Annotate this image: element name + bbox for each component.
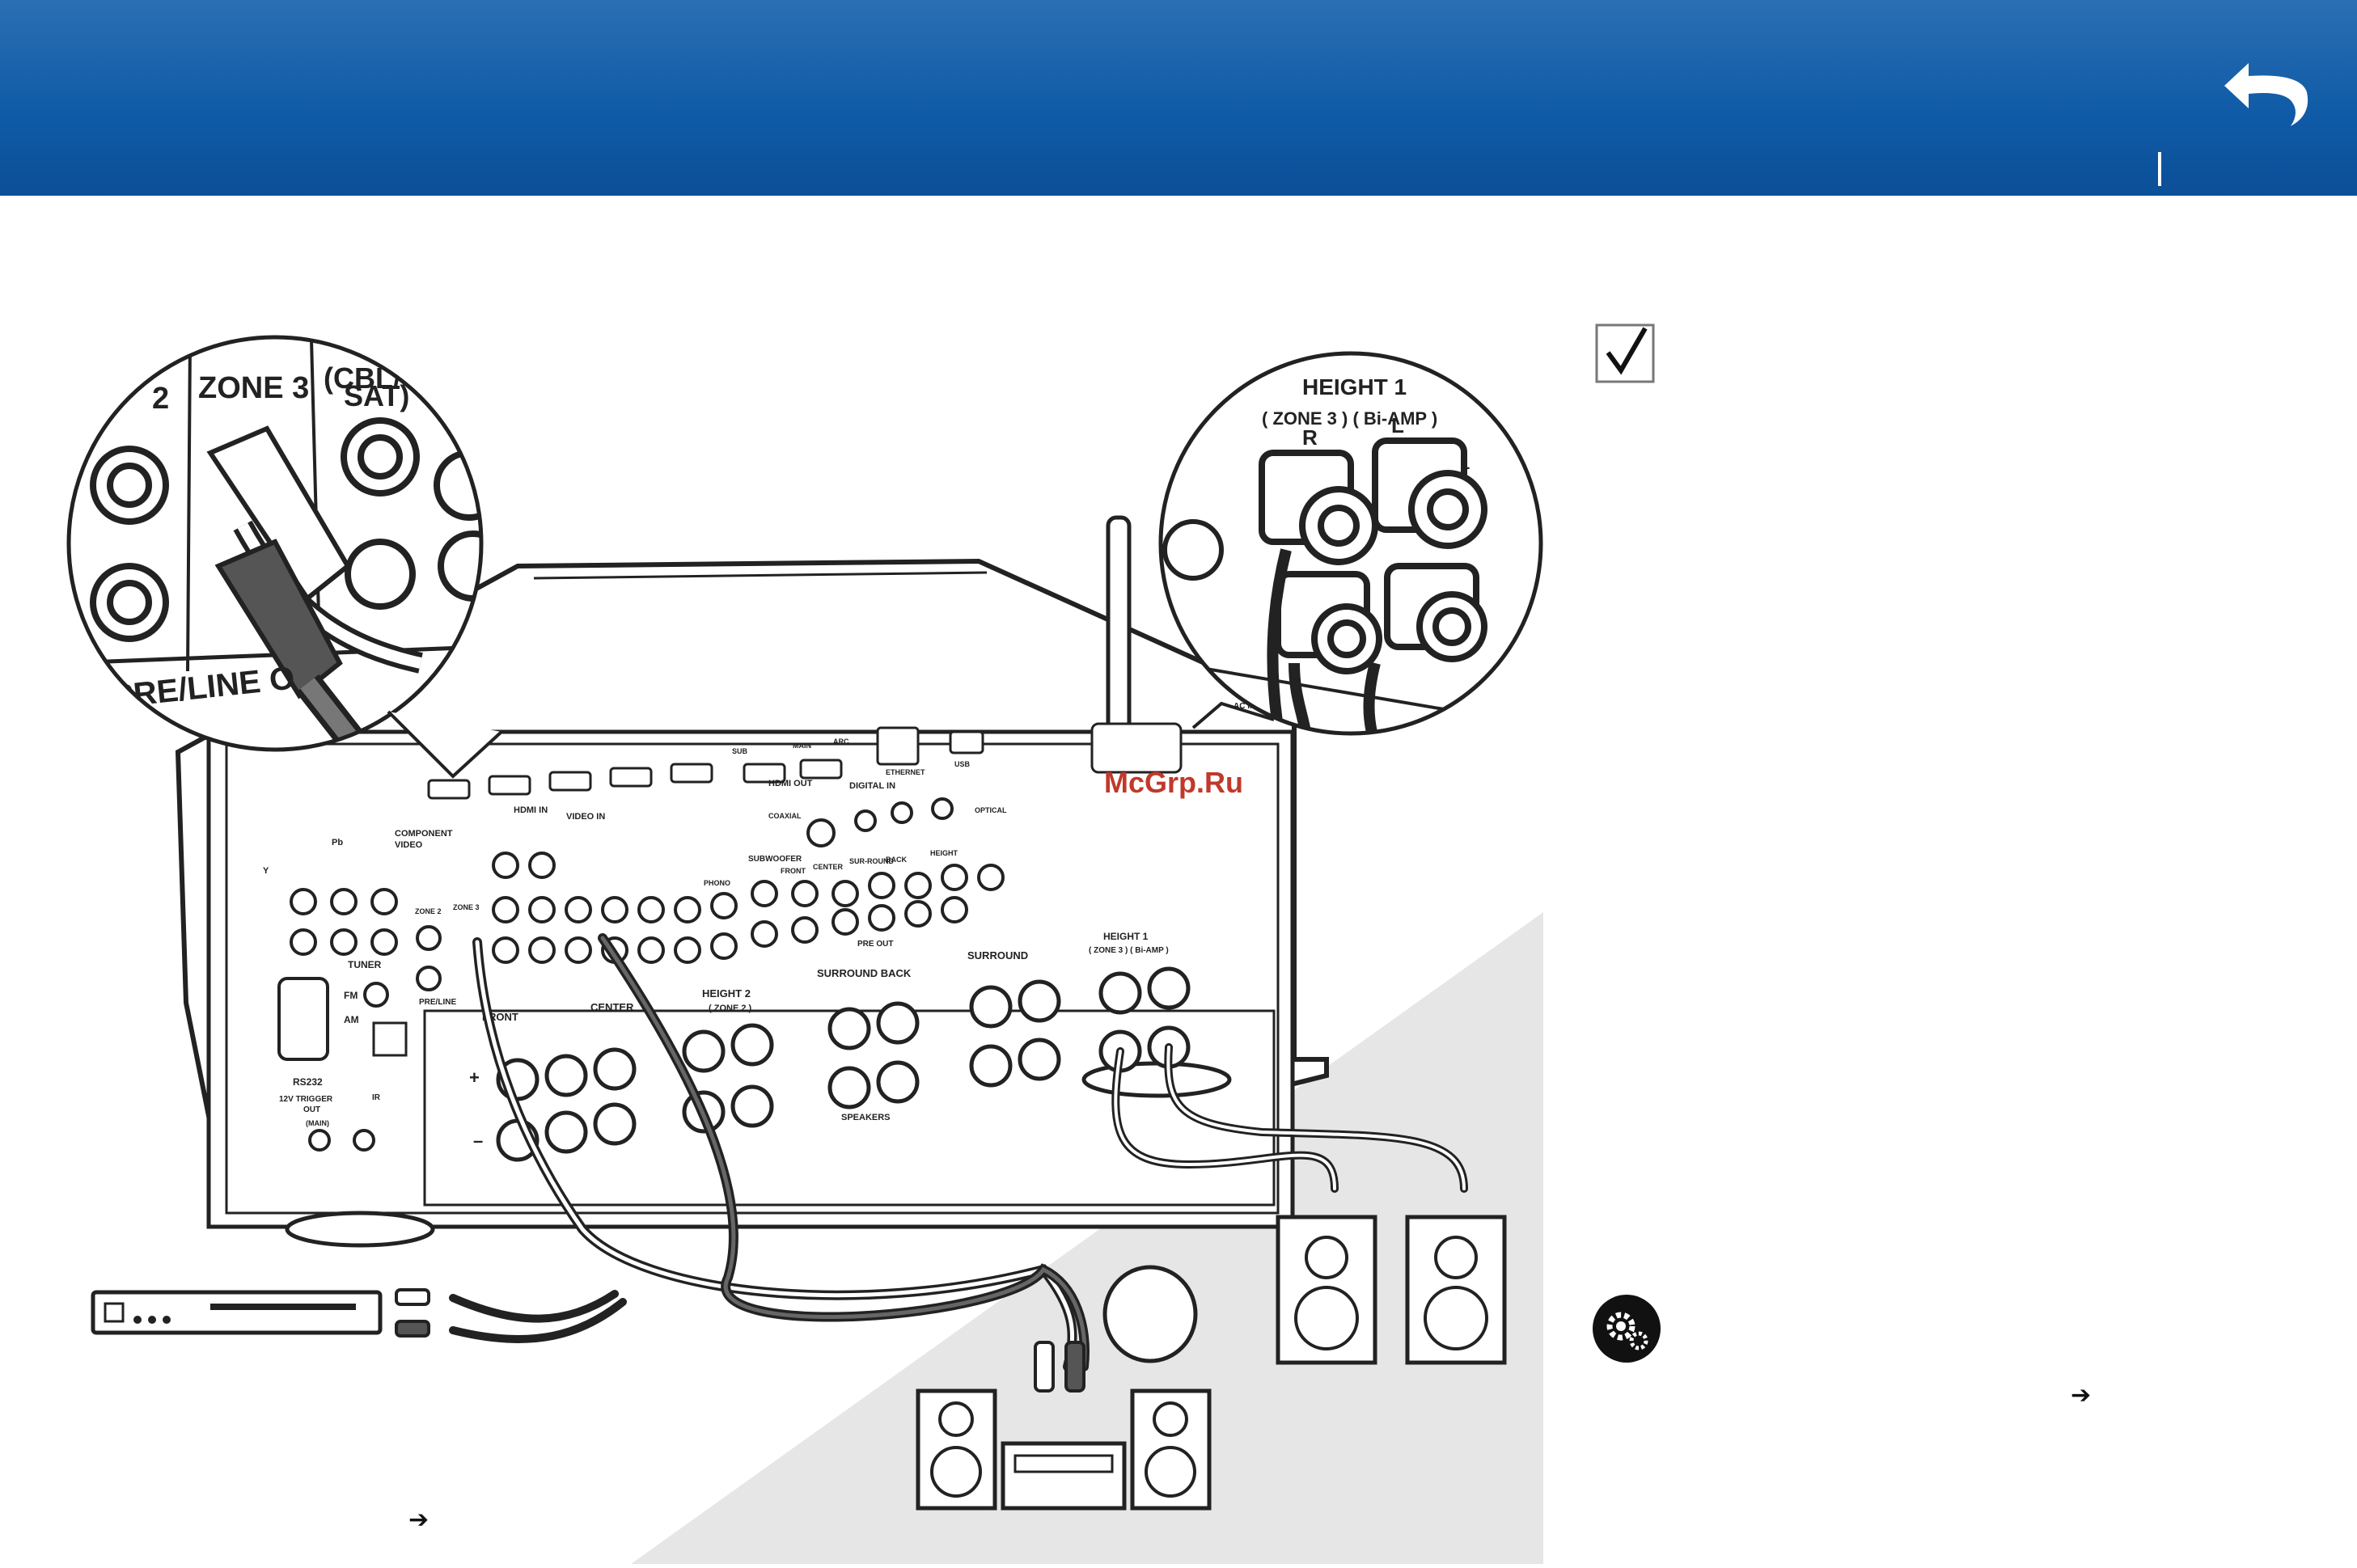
label-minus: – xyxy=(473,1131,483,1151)
label-rs232: RS232 xyxy=(293,1076,323,1088)
mini-system xyxy=(916,1265,1212,1511)
label-am: AM xyxy=(344,1014,359,1025)
cd-player xyxy=(91,1288,430,1338)
zoom-left-label-zone3: ZONE 3 xyxy=(198,371,309,405)
label-trigger-main: (MAIN) xyxy=(306,1119,329,1127)
label-zone3: ZONE 3 xyxy=(453,903,480,911)
label-component-1: COMPONENT xyxy=(395,829,453,839)
label-spk-surround: SURROUND xyxy=(967,949,1028,962)
connection-diagram: HDMI IN HDMI OUT VIDEO IN COMPONENT VIDE… xyxy=(0,275,1553,1564)
label-phono: PHONO xyxy=(704,879,730,887)
label-trigger-2: OUT xyxy=(303,1105,320,1114)
return-arrow-icon[interactable] xyxy=(2216,39,2321,136)
zoom-right-l2: L xyxy=(1460,455,1470,473)
label-spk-height1-sub: ( ZONE 3 ) ( Bi-AMP ) xyxy=(1089,946,1169,955)
gear-settings-icon xyxy=(1592,1294,1661,1363)
label-spk-height2-sub: ( ZONE 2 ) xyxy=(709,1004,752,1013)
zoom-right-r: R xyxy=(1302,425,1318,450)
zone3-speakers xyxy=(1276,1215,1507,1365)
label-digital-in: DIGITAL IN xyxy=(849,781,895,791)
label-subwoofer: SUBWOOFER xyxy=(748,855,802,864)
header-bar xyxy=(0,0,2357,196)
zoom-zone3-output: 2 ZONE 3 (CBL/ SAT) PRE/LINE O xyxy=(66,335,503,779)
label-sub: SUB xyxy=(732,747,748,755)
label-pb: Pb xyxy=(332,838,343,847)
label-optical: OPTICAL xyxy=(975,806,1007,814)
zoom-right-l: L xyxy=(1391,413,1404,437)
label-surround-short: SUR-ROUND xyxy=(849,857,894,865)
label-pre-out: PRE OUT xyxy=(857,940,893,949)
checkbox-check-icon xyxy=(1595,323,1655,383)
label-fm: FM xyxy=(344,990,358,1001)
header-divider xyxy=(2158,152,2161,186)
zoom-height1-terminals: HEIGHT 1 ( ZONE 3 ) ( Bi-AMP ) R L L xyxy=(1158,351,1543,736)
label-arc: ARC xyxy=(833,738,849,746)
label-y: Y xyxy=(263,866,269,876)
zoom-left-label-cbl-2: SAT) xyxy=(344,379,409,412)
zoom-right-title: HEIGHT 1 xyxy=(1302,374,1407,399)
label-spk-center: CENTER xyxy=(590,1001,634,1013)
label-video-in: VIDEO IN xyxy=(566,812,605,822)
label-plus: + xyxy=(469,1067,480,1088)
label-speakers: SPEAKERS xyxy=(841,1113,891,1122)
av-receiver: HDMI IN HDMI OUT VIDEO IN COMPONENT VIDE… xyxy=(175,515,1329,1248)
label-front: FRONT xyxy=(781,867,806,875)
label-component-2: VIDEO xyxy=(395,840,423,850)
label-trigger-1: 12V TRIGGER xyxy=(279,1095,333,1104)
label-tuner: TUNER xyxy=(348,959,382,970)
zoom-left-label-2: 2 xyxy=(152,382,169,416)
label-preline: PRE/LINE xyxy=(419,998,456,1007)
label-spk-height1: HEIGHT 1 xyxy=(1103,931,1149,942)
label-coaxial: COAXIAL xyxy=(768,812,802,820)
label-zone2: ZONE 2 xyxy=(415,907,442,915)
zoom-right-subtitle: ( ZONE 3 ) ( Bi-AMP ) xyxy=(1262,408,1437,429)
label-height: HEIGHT xyxy=(930,849,958,857)
label-back: BACK xyxy=(886,856,907,864)
label-usb: USB xyxy=(954,760,971,768)
label-center: CENTER xyxy=(813,863,844,871)
reference-arrow-icon: ➔ xyxy=(2071,1382,2092,1409)
label-spk-surround-back: SURROUND BACK xyxy=(817,967,912,979)
label-hdmi-out: HDMI OUT xyxy=(768,779,813,788)
label-main: MAIN xyxy=(793,742,811,750)
watermark-text: McGrp.Ru xyxy=(1104,766,1243,799)
label-ethernet: ETHERNET xyxy=(886,768,925,776)
label-ir: IR xyxy=(372,1093,381,1102)
label-hdmi-in: HDMI IN xyxy=(514,805,548,815)
label-spk-height2: HEIGHT 2 xyxy=(702,987,751,1000)
reference-arrow-icon: ➔ xyxy=(408,1507,430,1533)
